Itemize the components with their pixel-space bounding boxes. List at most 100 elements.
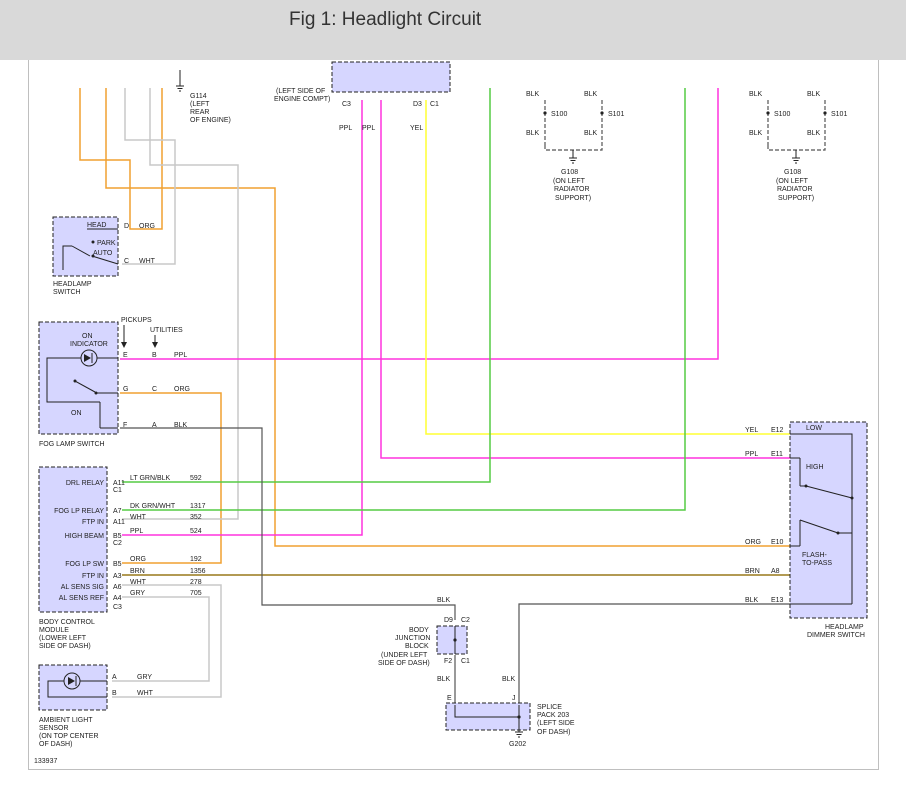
- junction-d9: D9: [444, 617, 453, 624]
- splice-g202: G202: [509, 741, 526, 748]
- wire-pink-e11: [380, 100, 790, 459]
- dimmer-low-label: LOW: [806, 425, 822, 432]
- wire-white-sensor: [112, 584, 222, 698]
- fog-wire-ppl: PPL: [174, 352, 187, 359]
- wire-yel-top-label: YEL: [410, 125, 423, 132]
- pin-d3-label: D3: [413, 101, 422, 108]
- g108-s101-label: S101: [608, 111, 624, 118]
- dimmer-pin: E11: [771, 451, 783, 458]
- g114-label-0: G114: [190, 93, 207, 100]
- bcm-name-1: MODULE: [39, 627, 69, 634]
- wire-green-fog-relay: [122, 88, 686, 511]
- bcm-label: FOG LP RELAY: [54, 508, 104, 515]
- utilities-label: UTILITIES: [150, 327, 183, 334]
- bcm-wire-color: BRN: [130, 568, 145, 575]
- headlamp-wire-wht: WHT: [139, 258, 156, 265]
- bcm-wire-color: WHT: [130, 514, 147, 521]
- ambient-name-1: SENSOR: [39, 725, 69, 732]
- headlamp-switch-contacts: [62, 228, 119, 270]
- wire-orange-fog: [120, 392, 222, 564]
- g114-ground-icon: [176, 85, 184, 92]
- pickups-label: PICKUPS: [121, 317, 152, 324]
- fog-lamp-switch-name: FOG LAMP SWITCH: [39, 441, 105, 448]
- bcm-circuit-number: 705: [190, 590, 202, 597]
- bcm-label: FOG LP SW: [65, 561, 104, 568]
- junction-fuse: [453, 626, 457, 654]
- dimmer-wire-color: YEL: [745, 427, 758, 434]
- wire-orange-head: [79, 88, 163, 230]
- bcm-pin: B5: [113, 561, 122, 568]
- bcm-label: DRL RELAY: [66, 480, 104, 487]
- junction-name-2: BLOCK: [405, 643, 429, 650]
- dimmer-name-1: DIMMER SWITCH: [807, 632, 865, 639]
- dimmer-pin: A8: [771, 568, 780, 575]
- bcm-wire-color: WHT: [130, 579, 147, 586]
- ambient-wire-wht: WHT: [137, 690, 154, 697]
- bcm-pin: A11: [113, 480, 125, 487]
- bcm-wire-color: LT GRN/BLK: [130, 475, 171, 482]
- ambient-wire-gry: GRY: [137, 674, 152, 681]
- dimmer-wire-color: ORG: [745, 539, 761, 546]
- bcm-pin: A3: [113, 573, 122, 580]
- pickups-arrow-icon: [121, 325, 127, 348]
- wire-orange-e10: [105, 88, 790, 547]
- page-title: Fig 1: Headlight Circuit: [289, 9, 482, 30]
- wire-gray-sensor: [112, 596, 210, 682]
- headlamp-name-0: HEADLAMP: [53, 281, 92, 288]
- bcm-circuit-number: 524: [190, 528, 202, 535]
- g108b-name-3: SUPPORT): [778, 195, 814, 202]
- wire-green-drl: [122, 88, 491, 483]
- fog-pin-g: G: [123, 386, 128, 393]
- bcm-circuit-number: 1317: [190, 503, 206, 510]
- splice-pin-j: J: [512, 695, 516, 702]
- ambient-name-0: AMBIENT LIGHT: [39, 717, 93, 724]
- splice-pin-e: E: [447, 695, 452, 702]
- bcm-name-3: SIDE OF DASH): [39, 643, 91, 650]
- bcm-label: HIGH BEAM: [65, 533, 104, 540]
- g108b-blk-label-3: BLK: [749, 130, 763, 137]
- headlamp-wire-org: ORG: [139, 223, 155, 230]
- dimmer-switch-box: [789, 421, 868, 619]
- bcm-wire-color: DK GRN/WHT: [130, 503, 176, 510]
- bcm-label: FTP IN: [82, 573, 104, 580]
- ambient-sensor-box: [38, 664, 108, 711]
- bcm-name-0: BODY CONTROL: [39, 619, 95, 626]
- splice-name-3: OF DASH): [537, 729, 570, 736]
- g108-ground-right: [766, 100, 827, 164]
- g108b-s100-label: S100: [774, 111, 790, 118]
- bcm-pin: A7: [113, 508, 122, 515]
- fog-wire-org: ORG: [174, 386, 190, 393]
- g114-label-3: OF ENGINE): [190, 117, 231, 124]
- g108-blk-label-4: BLK: [584, 130, 598, 137]
- diagram-frame: [28, 60, 879, 770]
- junction-name-4: SIDE OF DASH): [378, 660, 430, 667]
- g108b-name-1: (ON LEFT: [776, 178, 809, 185]
- splice-name-2: (LEFT SIDE: [537, 720, 575, 727]
- bcm-pin: A6: [113, 584, 122, 591]
- junction-name-1: JUNCTION: [395, 635, 430, 642]
- pin-c1-label: C1: [430, 101, 439, 108]
- fog-on-label: ON: [71, 410, 82, 417]
- wire-black-dimmer-ground: [518, 603, 790, 705]
- wire-ppl-label-2: PPL: [362, 125, 375, 132]
- ambient-name-2: (ON TOP CENTER: [39, 733, 99, 740]
- ambient-name-3: OF DASH): [39, 741, 72, 748]
- bcm-pin: C3: [113, 604, 122, 611]
- fog-lamp-switch-box: [38, 321, 119, 435]
- bcm-name-2: (LOWER LEFT: [39, 635, 87, 642]
- junction-block-box: [436, 625, 468, 655]
- ambient-sensor-icon: [47, 672, 107, 698]
- dimmer-name-0: HEADLAMP: [825, 624, 864, 631]
- top-connector-location: (LEFT SIDE OF: [276, 88, 325, 95]
- wire-pink-fog-indicator: [120, 88, 719, 360]
- bcm-box: [38, 466, 108, 613]
- g108b-name-2: RADIATOR: [777, 186, 813, 193]
- wire-pink-highbeam: [122, 100, 363, 536]
- wire-yellow-e12: [425, 100, 790, 435]
- dimmer-wire-color: BRN: [745, 568, 760, 575]
- bcm-pin: C2: [113, 540, 122, 547]
- headlamp-name-1: SWITCH: [53, 289, 81, 296]
- fog-pin-a: A: [152, 422, 157, 429]
